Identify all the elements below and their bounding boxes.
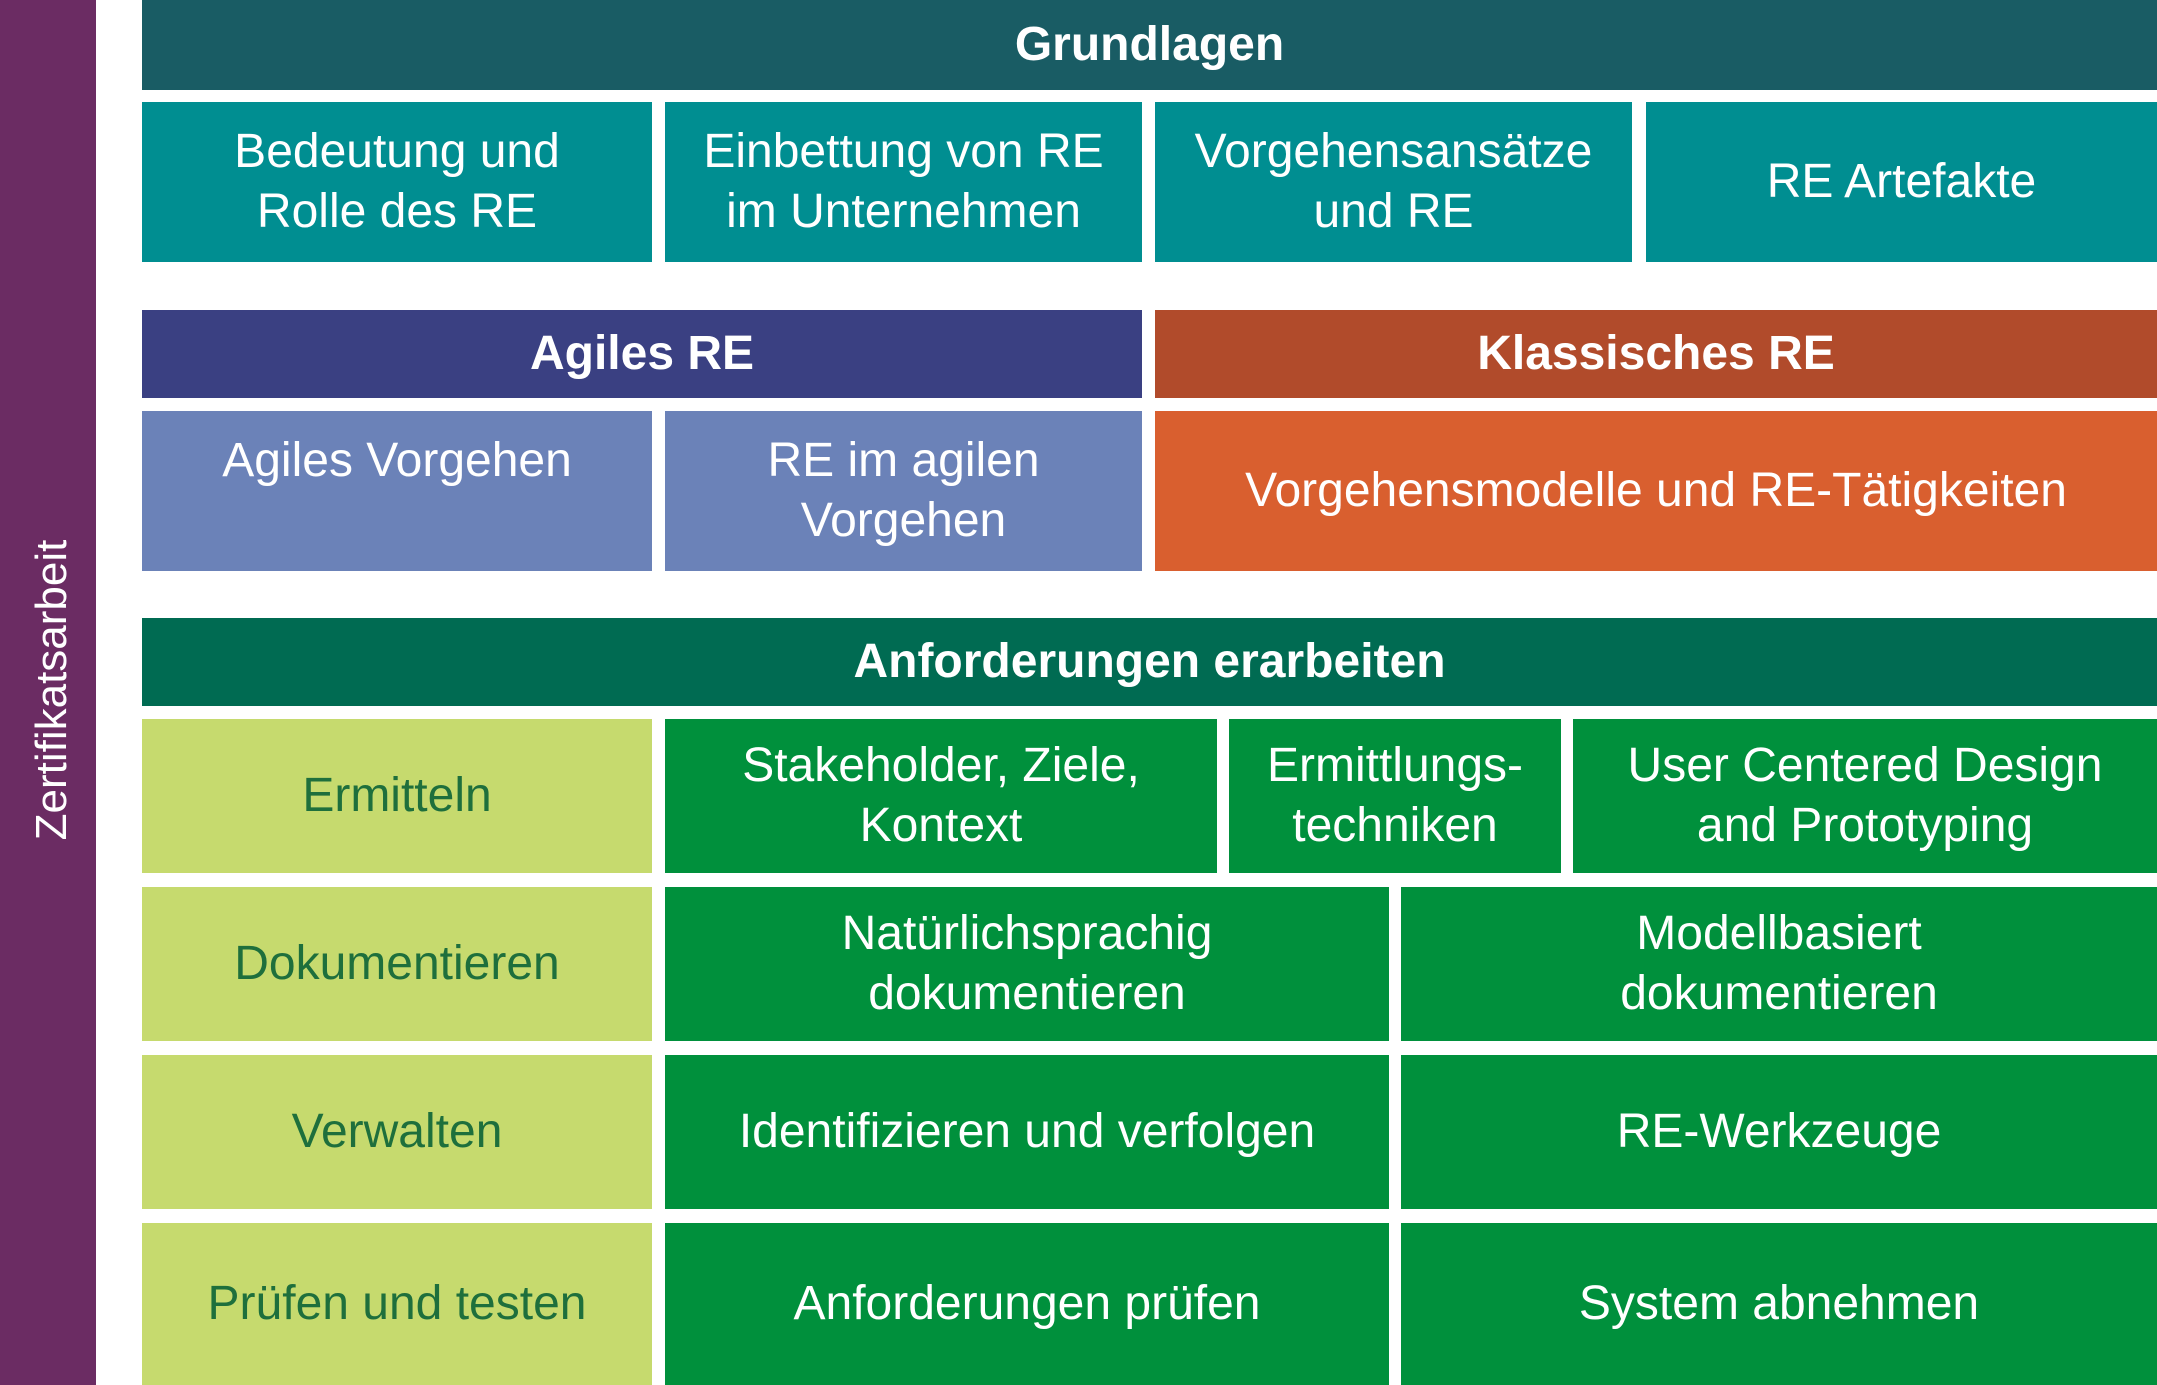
row-label-dokumentieren: Dokumentieren xyxy=(142,887,652,1041)
agiles-item-1: Agiles Vorgehen xyxy=(142,411,652,571)
anforderungen-header: Anforderungen erarbeiten xyxy=(142,618,2157,706)
klassisches-item-1: Vorgehensmodelle und RE-Tätigkeiten xyxy=(1155,411,2157,571)
pruefen-item-2: System abnehmen xyxy=(1401,1223,2157,1385)
dokumentieren-item-1: Natürlichsprachig dokumentieren xyxy=(665,887,1389,1041)
row-label-ermitteln: Ermitteln xyxy=(142,719,652,873)
anforderungen-title: Anforderungen erarbeiten xyxy=(853,635,1446,688)
row-label-pruefen: Prüfen und testen xyxy=(142,1223,652,1385)
ermitteln-item-3: User Centered Design and Prototyping xyxy=(1573,719,2157,873)
klassisches-header: Klassisches RE xyxy=(1155,310,2157,398)
klassisches-title: Klassisches RE xyxy=(1477,327,1835,380)
verwalten-item-2: RE-Werkzeuge xyxy=(1401,1055,2157,1209)
pruefen-item-1: Anforderungen prüfen xyxy=(665,1223,1389,1385)
dokumentieren-item-2: Modellbasiert dokumentieren xyxy=(1401,887,2157,1041)
ermitteln-item-1: Stakeholder, Ziele, Kontext xyxy=(665,719,1217,873)
agiles-title: Agiles RE xyxy=(529,327,755,380)
grundlagen-item-2: Einbettung von RE im Unternehmen xyxy=(665,102,1142,262)
agiles-item-2: RE im agilen Vorgehen xyxy=(665,411,1142,571)
grundlagen-item-1: Bedeutung und Rolle des RE xyxy=(142,102,652,262)
sidebar-label: Zertifikatsarbeit xyxy=(27,539,76,841)
sidebar-bar: Zertifikatsarbeit xyxy=(0,0,96,1385)
verwalten-item-1: Identifizieren und verfolgen xyxy=(665,1055,1389,1209)
grundlagen-header: Grundlagen xyxy=(142,0,2157,90)
ermitteln-item-2: Ermittlungs- techniken xyxy=(1229,719,1561,873)
agiles-header: Agiles RE xyxy=(142,310,1142,398)
row-label-verwalten: Verwalten xyxy=(142,1055,652,1209)
grundlagen-item-4: RE Artefakte xyxy=(1646,102,2157,262)
grundlagen-title: Grundlagen xyxy=(1014,18,1285,71)
grundlagen-item-3: Vorgehensansätze und RE xyxy=(1155,102,1632,262)
